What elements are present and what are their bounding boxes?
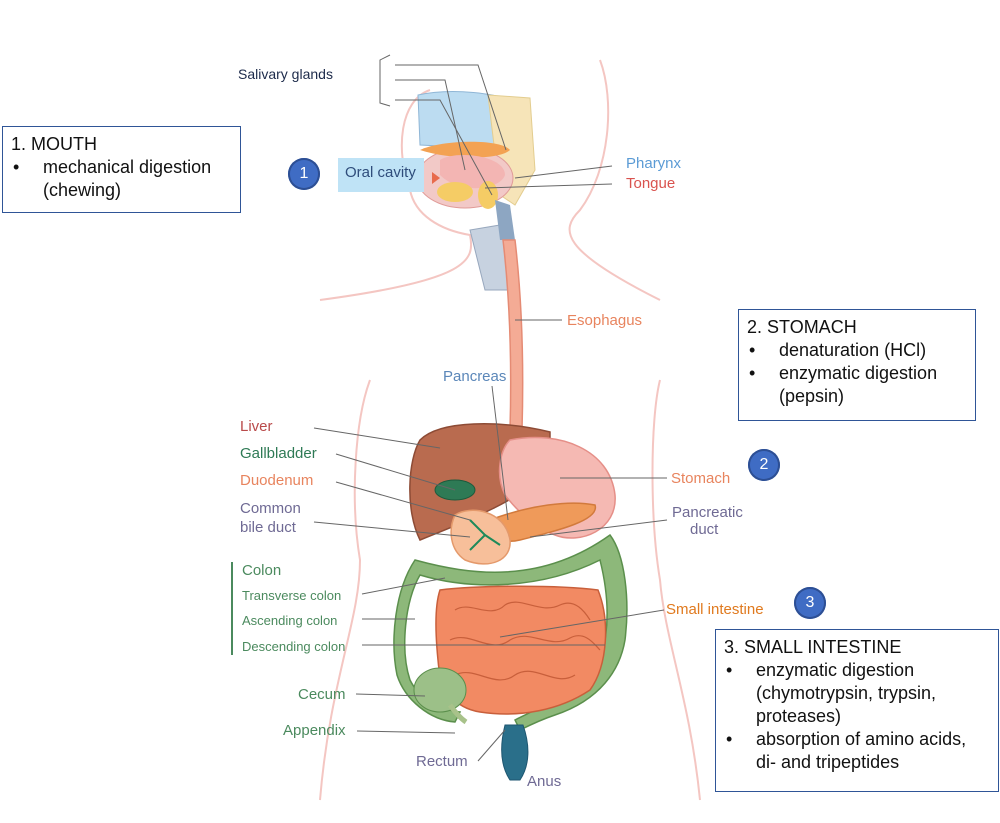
label-salivary-glands: Salivary glands bbox=[238, 66, 333, 82]
info-box-stomach-item: enzymatic digestion (pepsin) bbox=[747, 362, 967, 408]
label-duodenum: Duodenum bbox=[240, 472, 314, 489]
label-appendix: Appendix bbox=[283, 722, 346, 739]
info-box-stomach-title: 2. STOMACH bbox=[747, 317, 857, 337]
label-pancreas: Pancreas bbox=[443, 368, 507, 385]
label-small-intestine: Small intestine bbox=[666, 601, 764, 618]
label-anus: Anus bbox=[527, 773, 562, 790]
info-box-small-intestine-item: enzymatic digestion (chymotrypsin, tryps… bbox=[724, 659, 990, 728]
info-box-stomach: 2. STOMACH denaturation (HCl) enzymatic … bbox=[738, 309, 976, 421]
label-descending-colon: Descending colon bbox=[242, 639, 346, 654]
small-intestine bbox=[435, 585, 607, 715]
leader-lines bbox=[313, 54, 668, 762]
label-pharynx: Pharynx bbox=[626, 155, 682, 172]
label-common-bile-duct-line2: bile duct bbox=[240, 519, 296, 536]
label-oral-cavity: Oral cavity bbox=[345, 164, 416, 181]
label-gallbladder: Gallbladder bbox=[240, 445, 317, 462]
marker-2: 2 bbox=[748, 449, 780, 481]
cecum bbox=[413, 667, 467, 713]
label-colon: Colon bbox=[242, 562, 282, 579]
label-transverse-colon: Transverse colon bbox=[242, 588, 342, 603]
label-tongue: Tongue bbox=[626, 175, 676, 192]
label-common-bile-duct: Common bbox=[240, 500, 301, 517]
label-pancreatic-duct: Pancreatic bbox=[672, 504, 743, 521]
marker-1: 1 bbox=[288, 158, 320, 190]
info-box-small-intestine: 3. SMALL INTESTINE enzymatic digestion (… bbox=[715, 629, 999, 792]
rectum bbox=[501, 724, 529, 781]
info-box-small-intestine-item: absorption of amino acids, di- and tripe… bbox=[724, 728, 990, 774]
body-outline bbox=[319, 59, 701, 801]
duodenum bbox=[450, 509, 511, 565]
colon bbox=[393, 533, 628, 732]
info-box-small-intestine-title: 3. SMALL INTESTINE bbox=[724, 637, 902, 657]
marker-3: 3 bbox=[794, 587, 826, 619]
oral-cavity-highlight bbox=[338, 158, 424, 192]
label-cecum: Cecum bbox=[298, 686, 346, 703]
label-esophagus: Esophagus bbox=[567, 312, 643, 329]
info-box-stomach-item: denaturation (HCl) bbox=[747, 339, 967, 362]
label-ascending-colon: Ascending colon bbox=[242, 613, 338, 628]
appendix bbox=[447, 703, 468, 725]
esophagus bbox=[502, 239, 524, 431]
label-pancreatic-duct-line2: duct bbox=[690, 521, 719, 538]
info-box-mouth: 1. MOUTH mechanical digestion (chewing) bbox=[2, 126, 241, 213]
label-liver: Liver bbox=[240, 418, 273, 435]
label-stomach: Stomach bbox=[671, 470, 731, 487]
info-box-mouth-title: 1. MOUTH bbox=[11, 134, 98, 154]
label-rectum: Rectum bbox=[416, 753, 468, 770]
info-box-mouth-item: mechanical digestion (chewing) bbox=[11, 156, 232, 202]
